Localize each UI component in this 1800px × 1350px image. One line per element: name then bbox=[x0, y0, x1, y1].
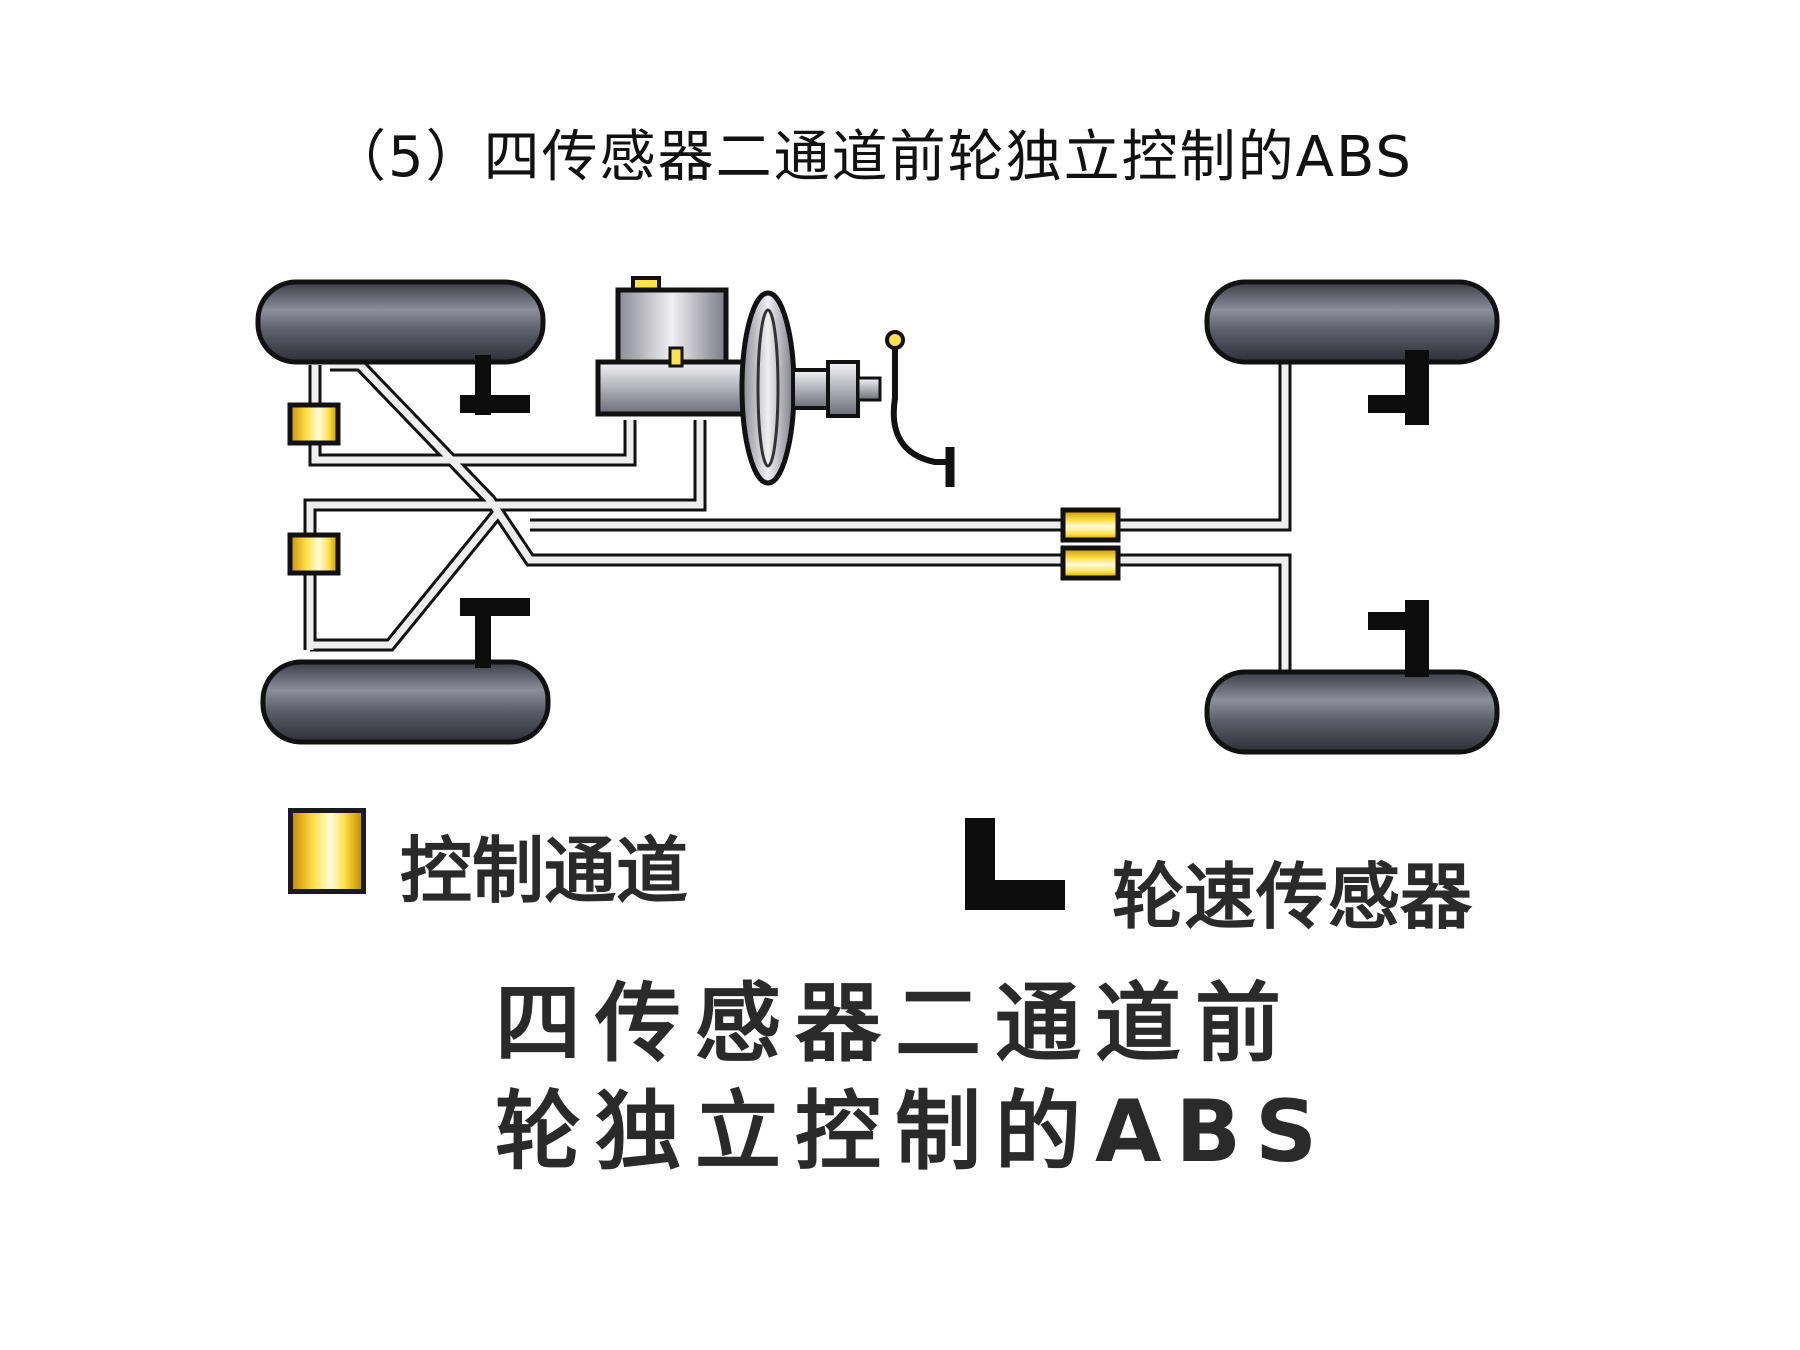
caption-line-2: 轮独立控制的ABS bbox=[495, 1082, 1332, 1182]
wheel-front-left bbox=[255, 279, 546, 365]
legend-sensor-icon bbox=[965, 818, 1065, 910]
legend-channel-swatch bbox=[288, 808, 366, 894]
wheel-speed-sensor-rr bbox=[1368, 600, 1429, 677]
wheel-front-right bbox=[1204, 279, 1500, 365]
legend-channel-label: 控制通道 bbox=[400, 829, 689, 913]
diagram-caption: 四传感器二通道前 轮独立控制的ABS bbox=[495, 970, 1331, 1186]
wheel-rear-right bbox=[1204, 669, 1500, 755]
brake-booster bbox=[739, 290, 882, 486]
wheel-speed-sensor-fr bbox=[1368, 350, 1429, 425]
brake-pipes bbox=[303, 358, 1292, 670]
control-channel-fl bbox=[287, 402, 341, 446]
page-title: （5）四传感器二通道前轮独立控制的ABS bbox=[330, 125, 1413, 190]
brake-pedal bbox=[885, 330, 955, 487]
control-channel-rear-lower bbox=[1060, 545, 1121, 581]
wheel-rear-left bbox=[260, 659, 551, 745]
legend-sensor-label: 轮速传感器 bbox=[1112, 855, 1473, 939]
control-channel-rear-upper bbox=[1060, 507, 1121, 543]
caption-line-1: 四传感器二通道前 bbox=[495, 974, 1295, 1074]
control-channel-rl bbox=[287, 532, 341, 576]
master-cylinder bbox=[595, 276, 751, 417]
wheel-speed-sensor-fl bbox=[460, 355, 530, 415]
wheel-speed-sensor-rl bbox=[460, 598, 530, 668]
